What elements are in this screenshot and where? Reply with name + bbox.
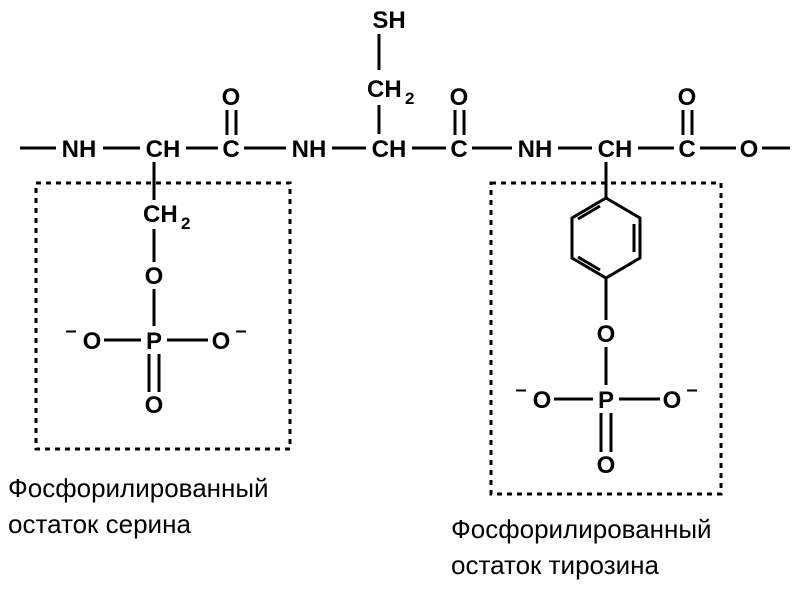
tyrosine-caption: Фосфорилированный остаток тирозина [451, 511, 712, 583]
atom-o-carbonyl-2: O [450, 84, 469, 111]
tyr-benzene-ring [570, 196, 642, 280]
atom-nh-2: NH [292, 136, 327, 163]
atom-ch-1: CH [146, 136, 181, 163]
atom-nh-1: NH [62, 136, 97, 163]
serine-caption-line-1: Фосфорилированный [8, 473, 269, 503]
atom-ch-2: CH [372, 136, 407, 163]
charge-tyr-right-minus: – [686, 379, 697, 401]
serine-phosphate-group: O P – O O – O [65, 263, 246, 419]
atom-ser-o-ester: O [145, 263, 164, 290]
tyrosine-caption-line-2: остаток тирозина [451, 550, 659, 580]
atom-tyr-o-ester: O [597, 321, 616, 348]
atom-o-terminal: O [740, 136, 759, 163]
atom-cys-ch2-subscript: 2 [405, 89, 414, 108]
atom-c-1: C [222, 136, 239, 163]
atom-ser-o-right: O [212, 328, 231, 355]
charge-ser-right-minus: – [235, 320, 246, 342]
atom-ser-o-left: O [83, 328, 102, 355]
tyr-ring-inner-3 [577, 255, 601, 272]
serine-caption: Фосфорилированный остаток серина [8, 470, 269, 542]
tyrosine-phosphate-group: O P – O O – O [515, 321, 697, 479]
charge-tyr-left-minus: – [515, 379, 526, 401]
atom-o-carbonyl-1: O [222, 84, 241, 111]
atom-tyr-p: P [598, 387, 614, 414]
atom-tyr-o-right: O [663, 387, 682, 414]
atom-o-carbonyl-3: O [678, 84, 697, 111]
bonds [20, 34, 790, 452]
tyrosine-caption-line-1: Фосфорилированный [451, 514, 712, 544]
atom-c-3: C [678, 136, 695, 163]
atom-ser-o-double: O [145, 392, 164, 419]
atom-tyr-o-double: O [597, 452, 616, 479]
atom-ser-p: P [146, 328, 162, 355]
atom-nh-3: NH [518, 136, 553, 163]
atom-c-2: C [450, 136, 467, 163]
atom-cys-sh: SH [372, 7, 405, 34]
charge-ser-left-minus: – [65, 320, 76, 342]
serine-caption-line-2: остаток серина [8, 509, 191, 539]
backbone-atoms: NH CH C O NH CH C O NH CH C O O SH CH 2 … [62, 7, 759, 233]
tyrosine-residue-box [489, 181, 723, 496]
atom-ser-ch2-subscript: 2 [181, 214, 190, 233]
atom-cys-ch2: CH [367, 76, 402, 103]
atom-ch-3: CH [598, 136, 633, 163]
atom-tyr-o-left: O [533, 387, 552, 414]
tyr-ring-inner-2 [577, 204, 601, 221]
atom-ser-ch2: CH [143, 201, 178, 228]
